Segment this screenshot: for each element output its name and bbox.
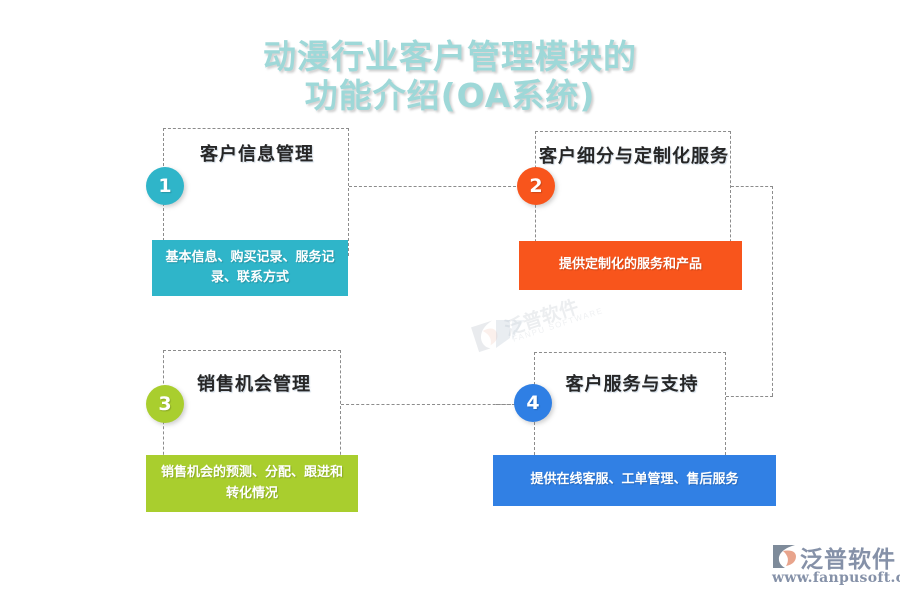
panel-caption-4: 提供在线客服、工单管理、售后服务 <box>493 455 776 506</box>
connector-panel2-to-right <box>731 186 773 187</box>
watermark-text: 泛普软件 <box>502 295 582 341</box>
watermark-subtext: FANPU SOFTWARE <box>511 305 605 344</box>
panel-frame-4 <box>534 352 726 470</box>
step-number-badge-2: 2 <box>517 167 555 205</box>
brand-logo-icon <box>773 545 796 568</box>
panel-heading-2: 客户细分与定制化服务 <box>539 146 729 167</box>
step-number-badge-4: 4 <box>514 384 552 422</box>
brand-logo-url: www.fanpusoft.com <box>772 570 900 586</box>
title-line-2: 功能介绍(OA系统) <box>304 75 596 115</box>
panel-frame-3 <box>163 350 341 470</box>
panel-caption-1: 基本信息、购买记录、服务记录、联系方式 <box>152 240 348 296</box>
decorative-triangle-icon <box>496 320 524 348</box>
panel-heading-4: 客户服务与支持 <box>565 374 699 395</box>
step-number-badge-1: 1 <box>146 167 184 205</box>
connector-right-to-panel4 <box>726 396 773 397</box>
watermark-logo-icon <box>471 320 498 353</box>
step-number-badge-3: 3 <box>146 385 184 423</box>
connector-right-vertical <box>772 186 773 396</box>
panel-heading-3: 销售机会管理 <box>197 374 311 395</box>
brand-logo: 泛普软件 www.fanpusoft.com <box>770 540 900 592</box>
page-title: 动漫行业客户管理模块的 功能介绍(OA系统) <box>0 37 900 116</box>
panel-heading-1: 客户信息管理 <box>200 144 314 165</box>
panel-caption-3: 销售机会的预测、分配、跟进和转化情况 <box>146 455 358 512</box>
brand-logo-name: 泛普软件 <box>800 547 896 573</box>
connector-panel3-to-panel4 <box>341 404 521 405</box>
connector-panel1-to-panel2 <box>349 186 521 187</box>
title-line-1: 动漫行业客户管理模块的 <box>263 37 637 76</box>
panel-caption-2: 提供定制化的服务和产品 <box>519 241 742 290</box>
